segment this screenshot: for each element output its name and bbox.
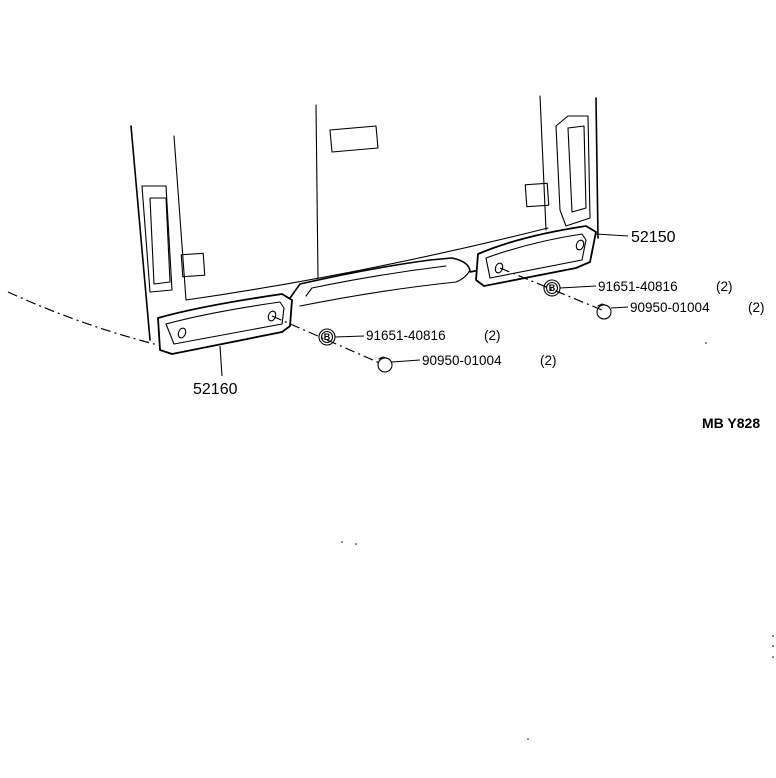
label-left-nut: 90950-01004 [422, 353, 502, 368]
label-right-nut: 90950-01004 [630, 300, 710, 315]
label-52150: 52150 [631, 229, 676, 246]
scan-specks [341, 342, 774, 740]
diagram-code: MB Y828 [702, 415, 760, 431]
label-right-clip-qty: (2) [716, 279, 733, 294]
right-hardware: B [499, 233, 629, 320]
label-52160: 52160 [193, 381, 238, 398]
label-right-clip: 91651-40816 [598, 279, 678, 294]
right-nut-icon [596, 303, 612, 320]
left-mud-guard [157, 293, 293, 355]
left-clip-symbol: B [324, 332, 331, 342]
vehicle-rear-body [7, 95, 599, 346]
label-right-nut-qty: (2) [748, 300, 765, 315]
label-left-clip: 91651-40816 [366, 328, 446, 343]
right-clip-symbol: B [549, 283, 556, 293]
right-mud-guard [475, 225, 597, 287]
label-left-clip-qty: (2) [484, 328, 501, 343]
left-hardware: B [219, 315, 421, 377]
label-left-nut-qty: (2) [540, 353, 557, 368]
left-nut-icon [377, 356, 393, 373]
